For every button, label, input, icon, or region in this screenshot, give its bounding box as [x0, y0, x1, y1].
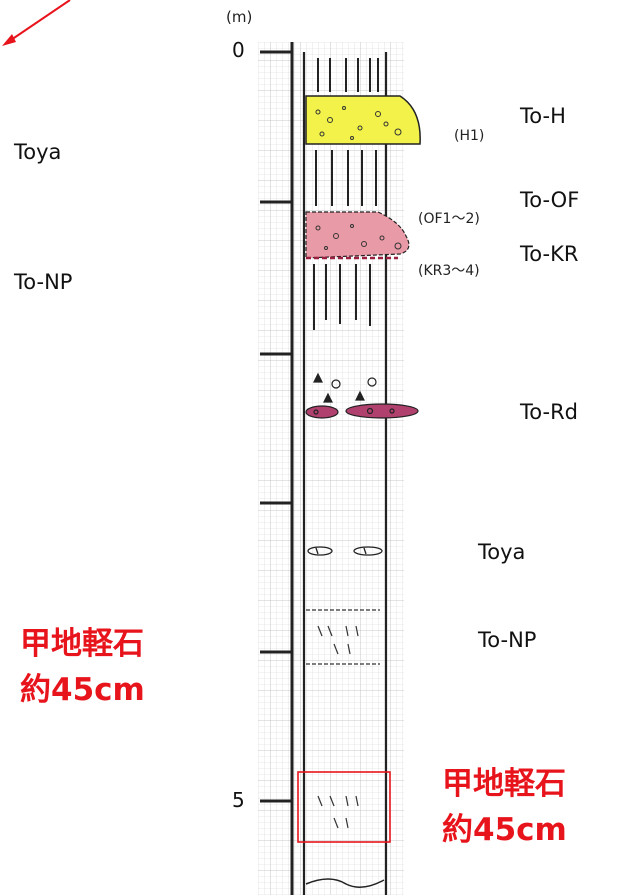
- kochi-pumice-highlight-box: [297, 771, 391, 843]
- to-kr-layer: [305, 211, 410, 259]
- column-outline: [302, 52, 388, 895]
- kochi-pumice-layer: [317, 795, 359, 829]
- to-h-pumice-dots: [315, 106, 402, 140]
- soil-texture-strokes: [313, 58, 379, 330]
- left-label-to-np: To-NP: [14, 270, 73, 294]
- annotation-right-line1: 甲地軽石: [442, 766, 566, 802]
- layer-label-to-h: To-H: [520, 104, 566, 128]
- layer-label-kr34: (KR3～4): [418, 263, 480, 279]
- to-np-layer: [306, 609, 380, 665]
- red-arrow-icon: [2, 0, 71, 46]
- layer-label-to-of: To-OF: [520, 188, 580, 212]
- to-kr-pumice-dots: [315, 224, 402, 250]
- depth-tick-label-0: 0: [232, 38, 245, 62]
- annotation-left-line2: 約45cm: [20, 672, 145, 708]
- layer-label-of12: (OF1～2): [418, 211, 480, 227]
- layer-label-to-rd: To-Rd: [520, 400, 578, 424]
- toya-layer: [307, 546, 383, 556]
- column-bottom-wave: [305, 878, 385, 888]
- gravel-symbols: [313, 372, 377, 403]
- annotation-right-line2: 約45cm: [442, 812, 567, 848]
- depth-ticks: [260, 50, 292, 803]
- layer-label-toya: Toya: [478, 540, 526, 564]
- depth-unit-label: (m): [226, 8, 253, 26]
- left-label-toya: Toya: [14, 140, 62, 164]
- layer-label-to-np: To-NP: [478, 628, 537, 652]
- annotation-left-line1: 甲地軽石: [20, 626, 144, 662]
- depth-tick-label-5: 5: [232, 788, 245, 812]
- layer-label-h1: (H1): [454, 128, 485, 144]
- to-rd-layer: [305, 403, 419, 419]
- to-h-layer: [305, 95, 421, 145]
- layer-label-to-kr: To-KR: [520, 242, 579, 266]
